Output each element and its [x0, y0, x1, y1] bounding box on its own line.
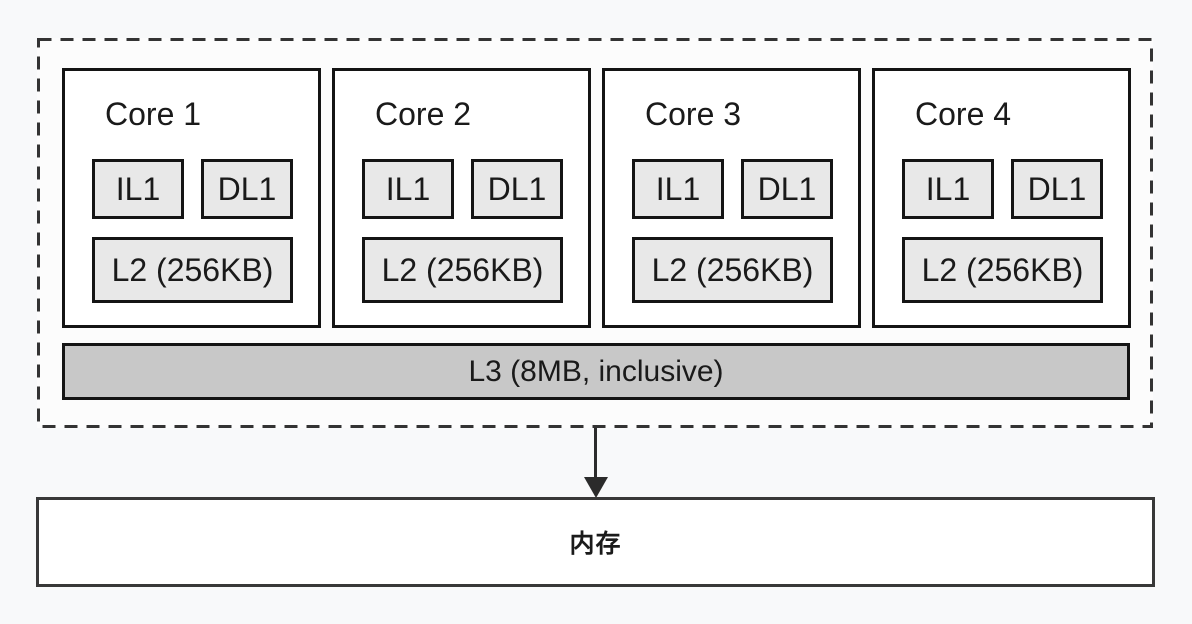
core-1-title: Core 1 — [105, 96, 202, 132]
core-4-l1-row: IL1 DL1 — [902, 159, 1128, 219]
core-1-il1-cache: IL1 — [92, 159, 184, 219]
core-3-dl1-cache: DL1 — [741, 159, 833, 219]
core-3-l1-row: IL1 DL1 — [632, 159, 858, 219]
core-3-il1-cache: IL1 — [632, 159, 724, 219]
core-3-title: Core 3 — [645, 96, 742, 132]
core-3-l2-cache: L2 (256KB) — [632, 237, 833, 303]
core-2-l1-row: IL1 DL1 — [362, 159, 588, 219]
core-1-l2-cache: L2 (256KB) — [92, 237, 293, 303]
package-to-memory-arrow-line — [594, 428, 597, 478]
core-4-dl1-cache: DL1 — [1011, 159, 1103, 219]
core-1-l1-row: IL1 DL1 — [92, 159, 318, 219]
memory-box: 内存 — [36, 497, 1155, 587]
core-2: Core 2 IL1 DL1 L2 (256KB) — [332, 68, 591, 328]
memory-label: 内存 — [569, 530, 622, 558]
core-2-dl1-cache: DL1 — [471, 159, 563, 219]
core-4: Core 4 IL1 DL1 L2 (256KB) — [872, 68, 1131, 328]
cores-row: Core 1 IL1 DL1 L2 (256KB) Core 2 IL1 DL1… — [62, 68, 1153, 328]
core-4-il1-cache: IL1 — [902, 159, 994, 219]
core-4-title: Core 4 — [915, 96, 1012, 132]
core-2-il1-cache: IL1 — [362, 159, 454, 219]
core-4-l2-cache: L2 (256KB) — [902, 237, 1103, 303]
core-1-dl1-cache: DL1 — [201, 159, 293, 219]
core-2-l2-cache: L2 (256KB) — [362, 237, 563, 303]
core-3: Core 3 IL1 DL1 L2 (256KB) — [602, 68, 861, 328]
package-to-memory-arrow-head — [584, 477, 608, 498]
l3-cache-bar: L3 (8MB, inclusive) — [62, 343, 1130, 400]
core-1: Core 1 IL1 DL1 L2 (256KB) — [62, 68, 321, 328]
cpu-package: Core 1 IL1 DL1 L2 (256KB) Core 2 IL1 DL1… — [37, 38, 1153, 428]
core-2-title: Core 2 — [375, 96, 472, 132]
